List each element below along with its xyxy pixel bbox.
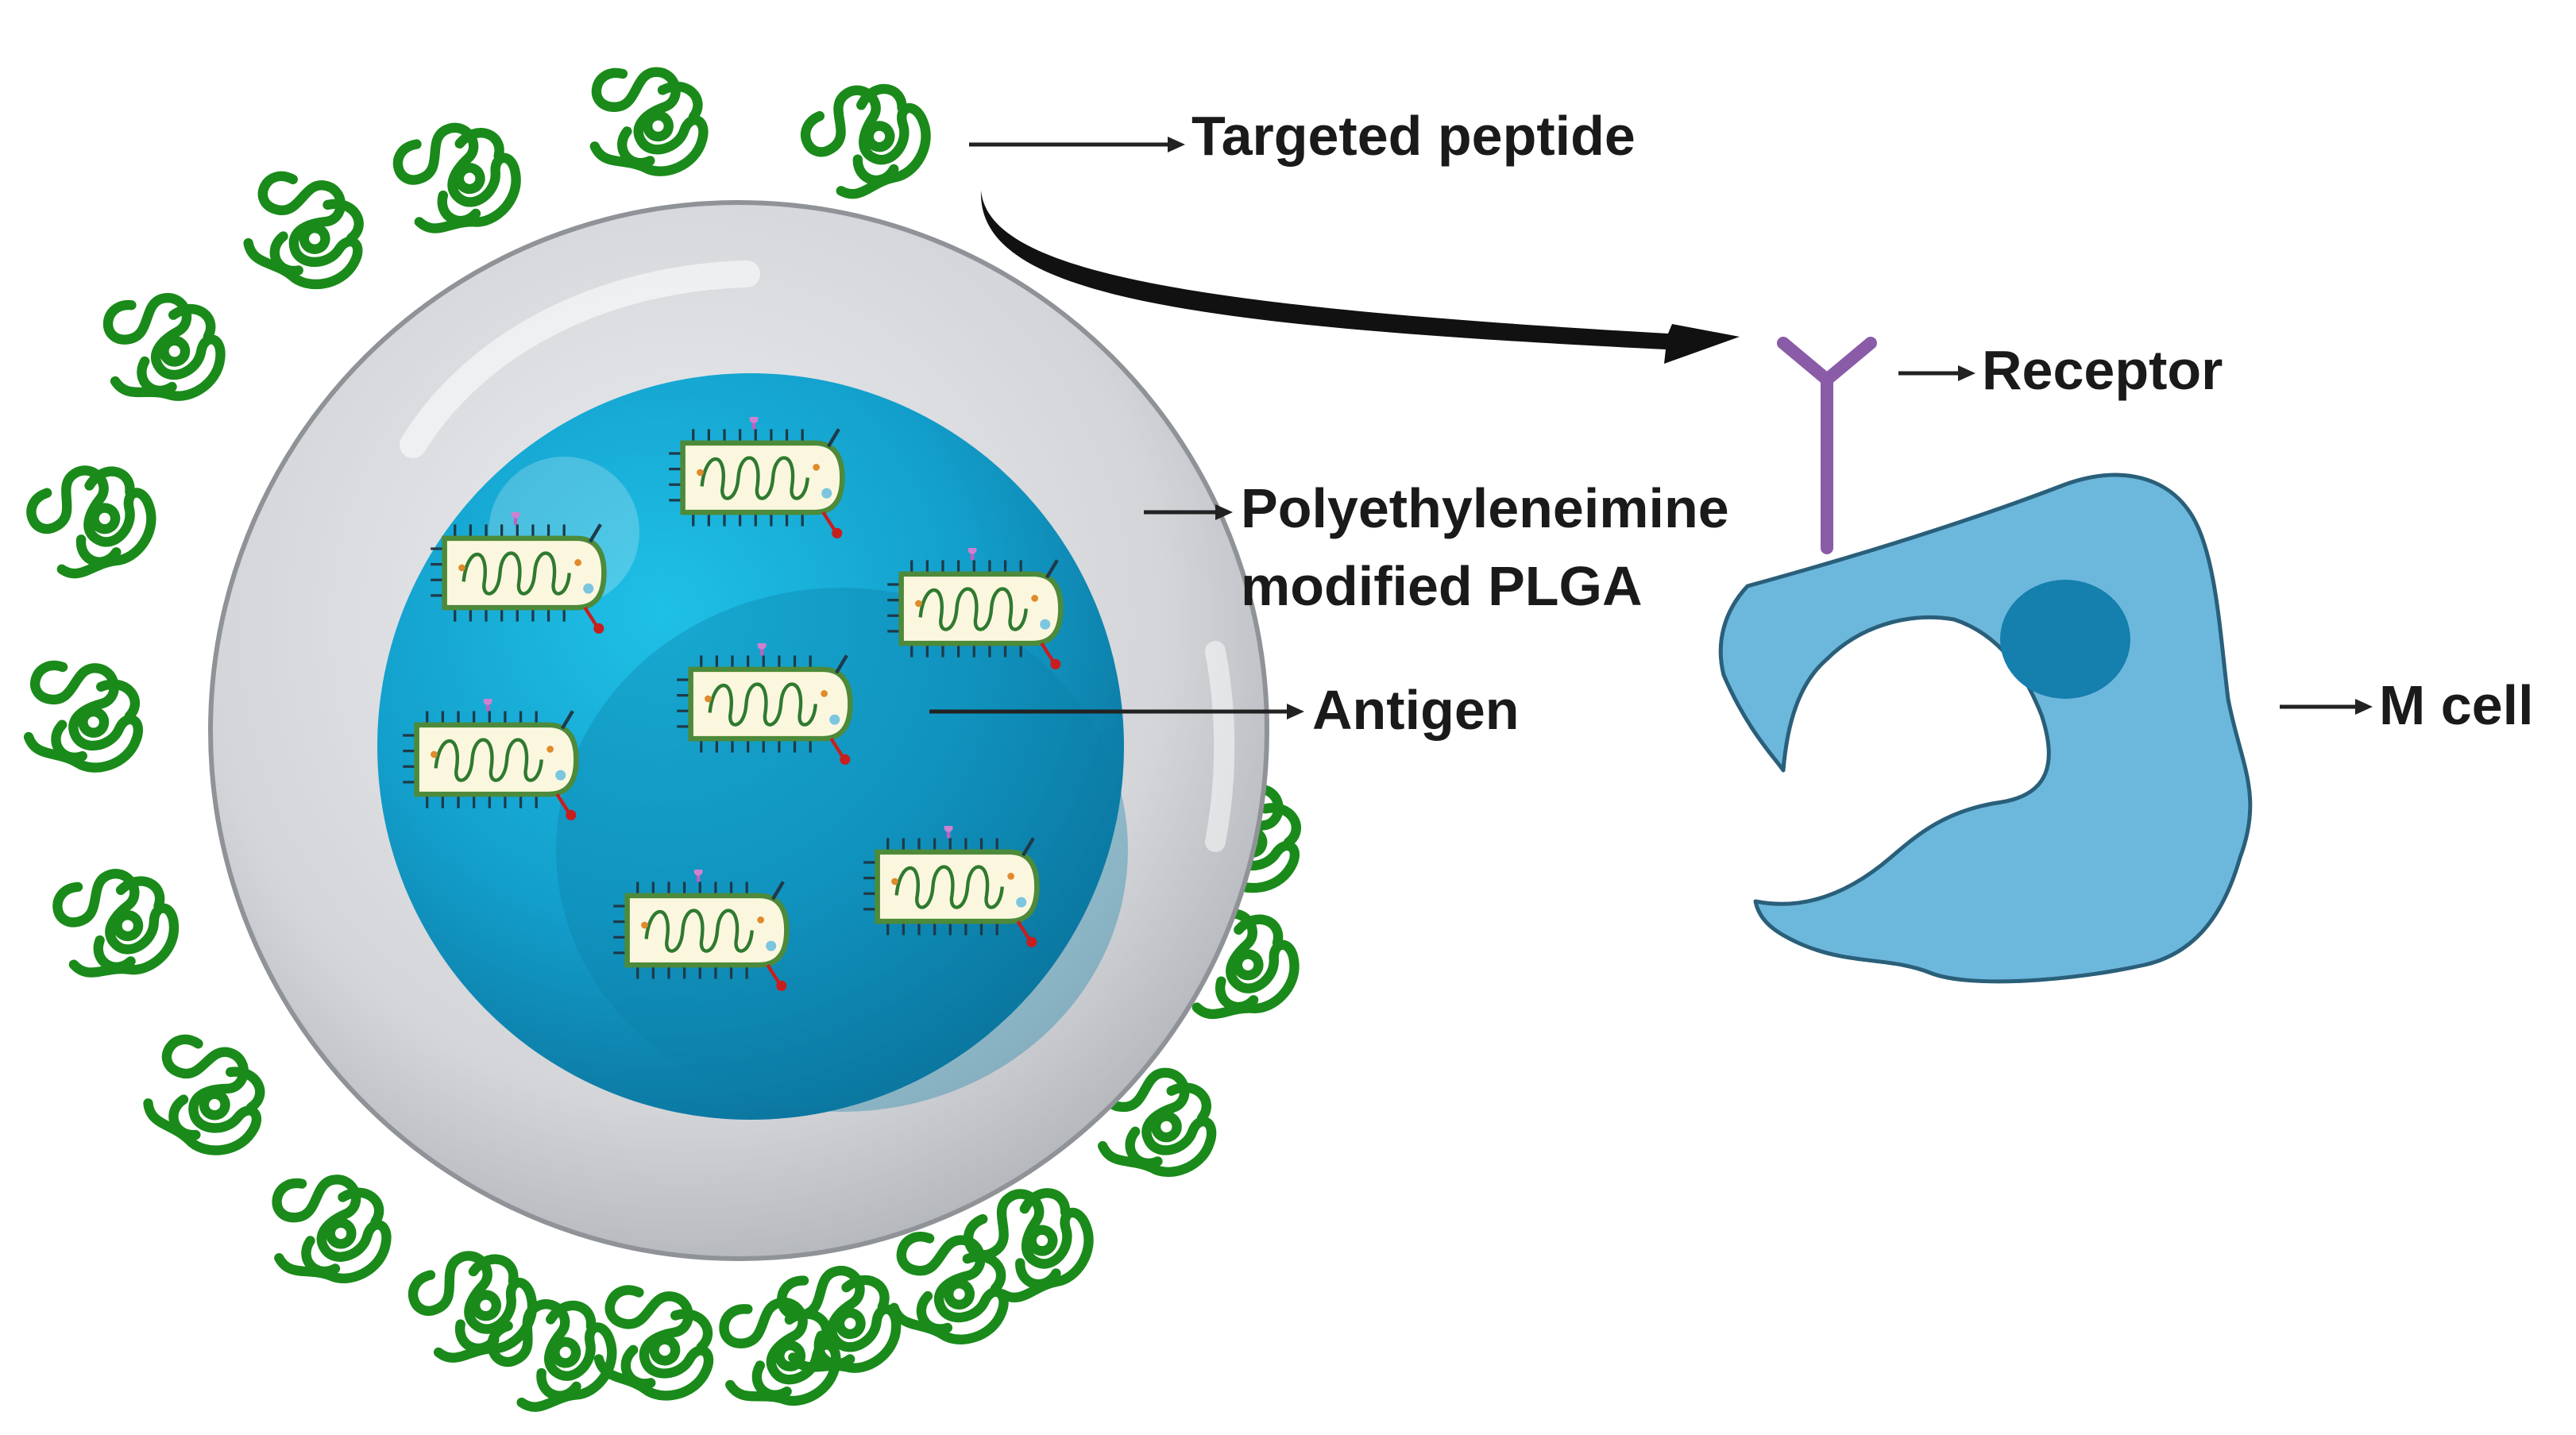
receptor-molecule <box>1777 337 1877 554</box>
m-cell <box>1718 473 2253 984</box>
label-targeted-peptide: Targeted peptide <box>1191 105 1636 167</box>
peptide-coil <box>53 864 181 982</box>
label-receptor: Receptor <box>1982 339 2223 401</box>
label-polymer-line1: Polyethyleneimine <box>1241 477 1729 539</box>
peptide-coil <box>796 68 941 209</box>
peptide-coil <box>23 450 165 587</box>
peptide-coil <box>136 1028 279 1165</box>
peptide-coil <box>484 1285 625 1420</box>
m-cell-body <box>1718 473 2253 984</box>
peptide-coil <box>588 65 710 176</box>
label-m-cell: M cell <box>2379 674 2534 736</box>
label-antigen: Antigen <box>1312 679 1520 741</box>
shell-highlight-right <box>1205 641 1235 852</box>
label-pointers <box>929 137 2373 719</box>
peptide-coil <box>392 114 526 240</box>
label-polymer-line2: modified PLGA <box>1241 555 1643 617</box>
targeting-arrow <box>980 191 1740 364</box>
peptide-coil <box>20 656 149 776</box>
m-cell-nucleus <box>2000 580 2130 699</box>
peptide-coil <box>273 1176 389 1280</box>
peptide-coil <box>107 296 222 399</box>
shell-highlight <box>400 260 760 458</box>
peptide-coil <box>238 165 377 297</box>
peptide-coil <box>724 1302 836 1402</box>
